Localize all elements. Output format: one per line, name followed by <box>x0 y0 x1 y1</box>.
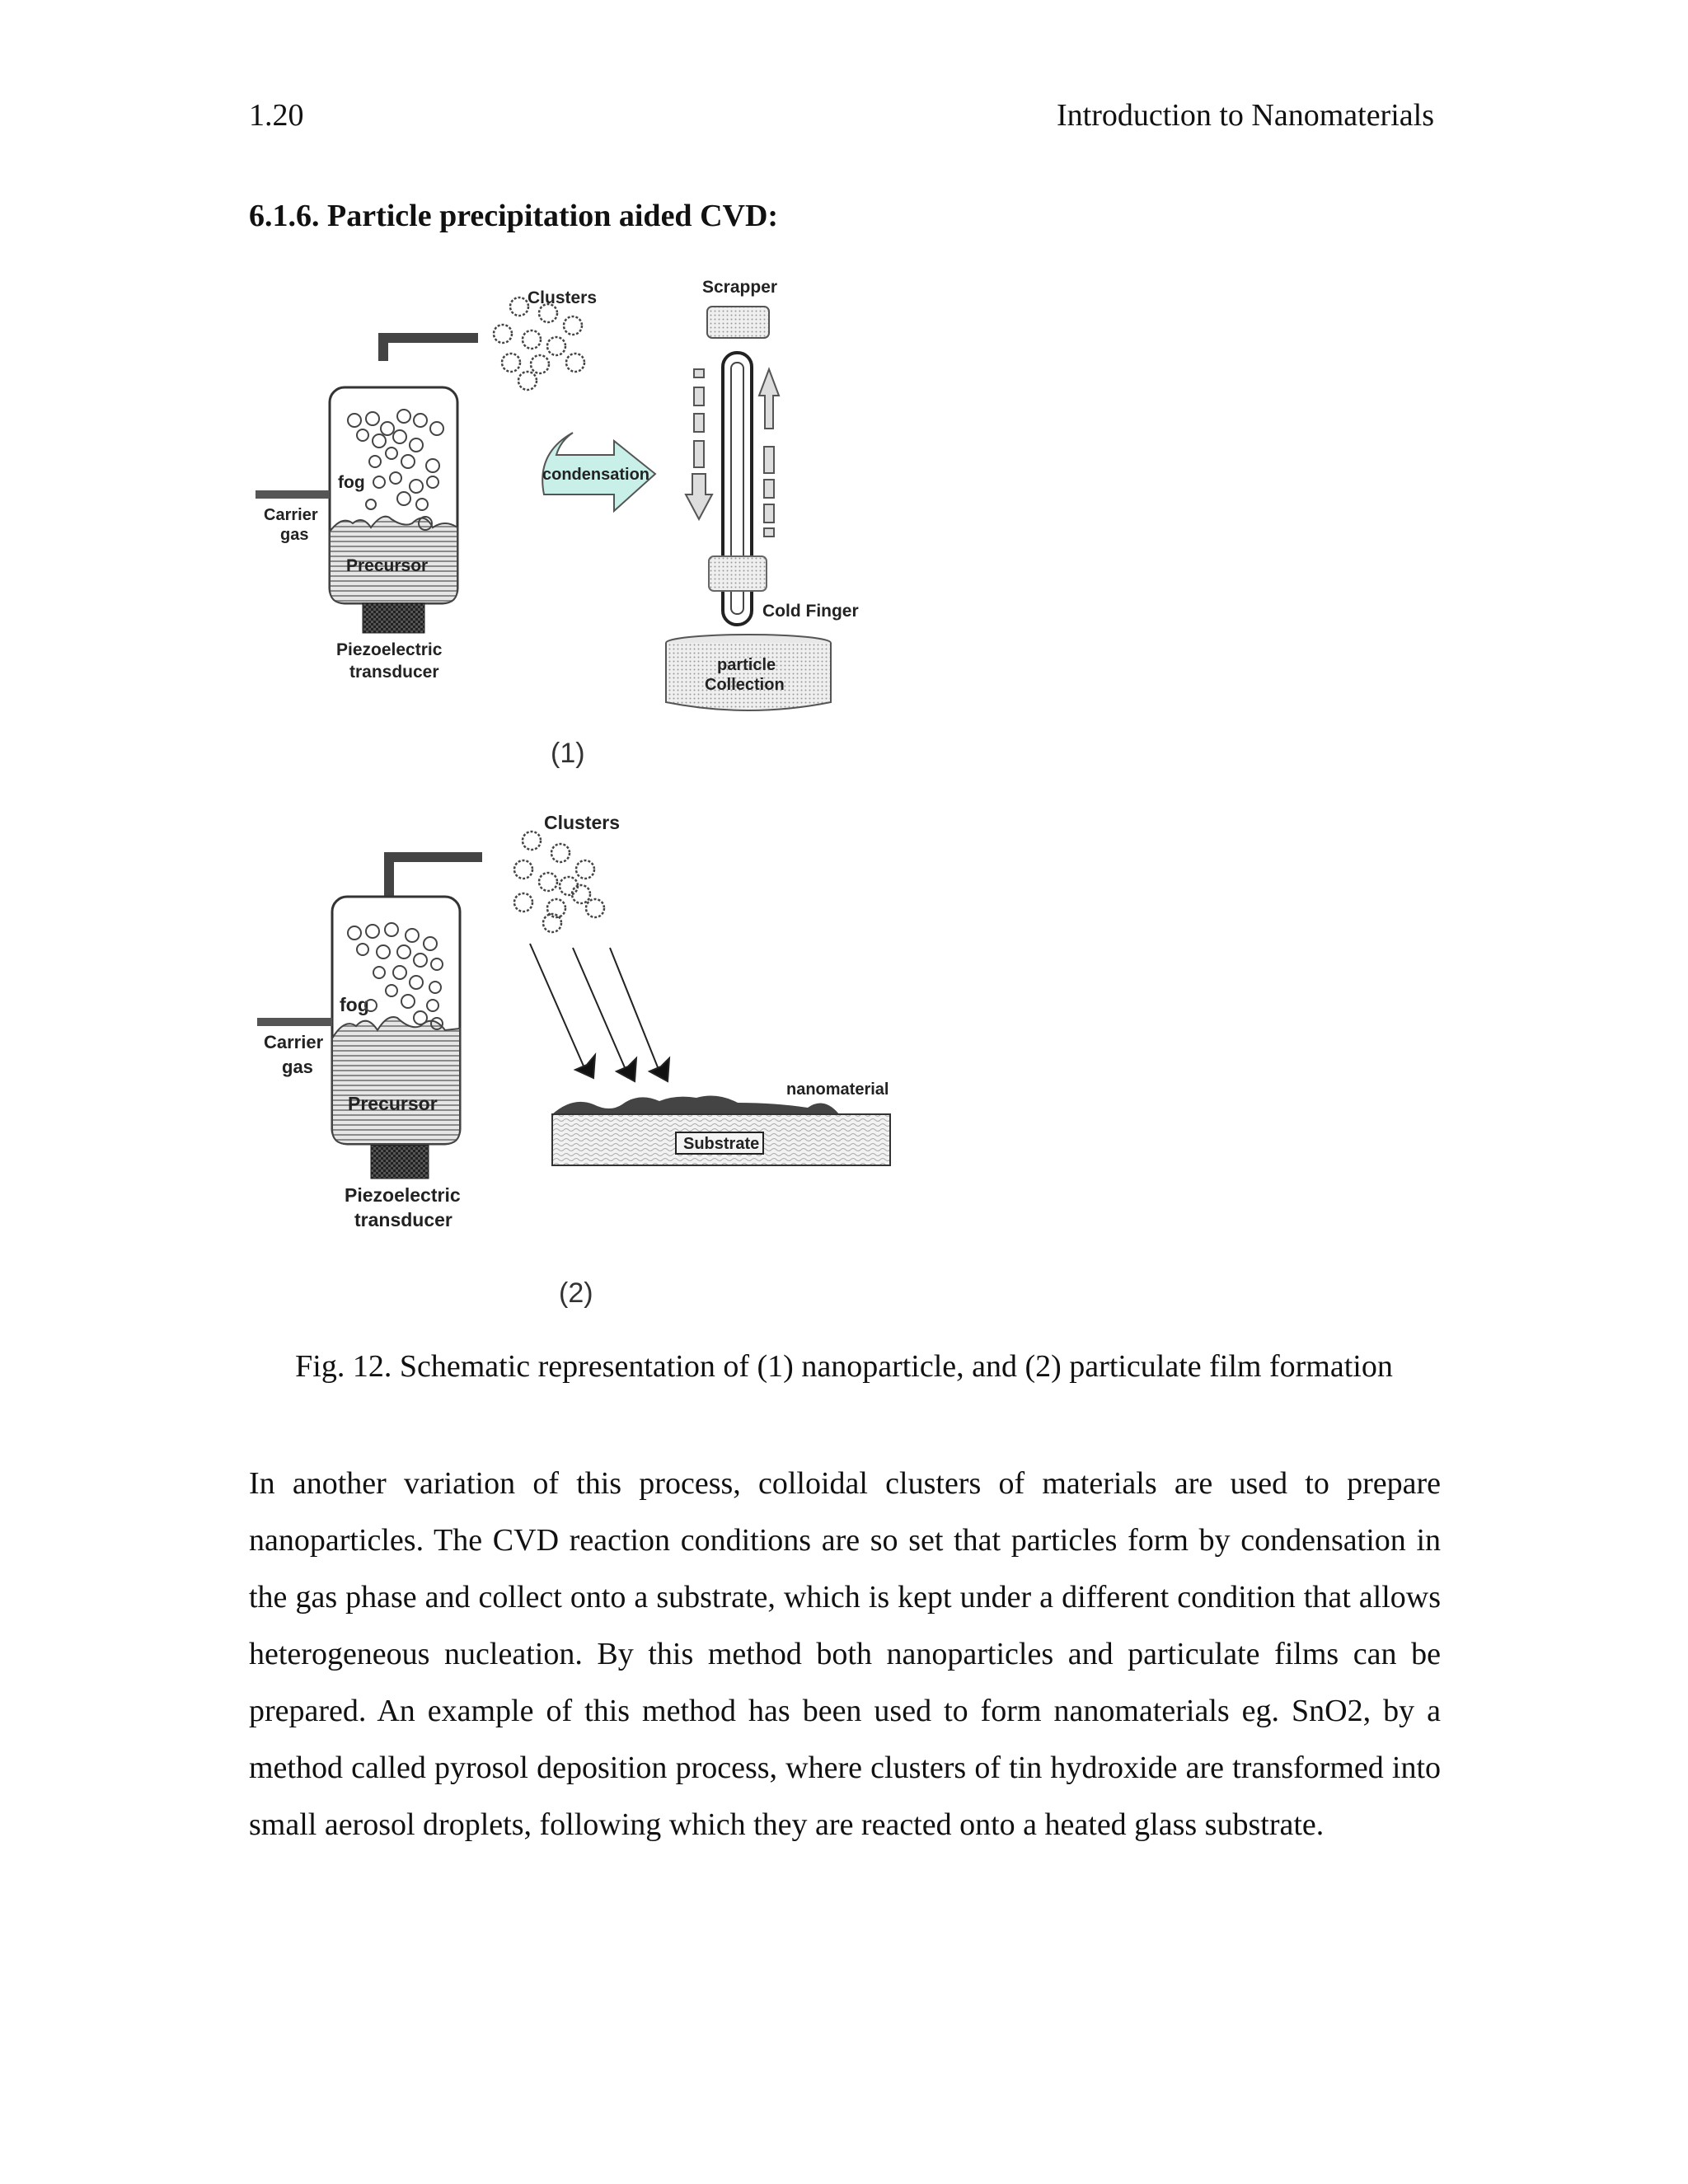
down-arrow <box>684 368 714 522</box>
fog-droplets <box>347 409 444 531</box>
clusters-2 <box>513 830 606 934</box>
piezo-transducer <box>362 602 425 634</box>
section-heading: 6.1.6. Particle precipitation aided CVD: <box>249 199 779 233</box>
fog-droplets-2 <box>347 922 443 1030</box>
page-number: 1.20 <box>249 98 304 133</box>
scrapper <box>706 306 770 339</box>
piezo-transducer-2 <box>370 1145 429 1179</box>
svg-text:Piezoelectric: Piezoelectric <box>336 640 443 659</box>
panel-1: Precursor Piezoelectric transducer Carri… <box>256 278 859 711</box>
carrier-gas-inlet <box>256 490 330 499</box>
svg-text:fog: fog <box>340 994 369 1015</box>
svg-text:nanomaterial: nanomaterial <box>786 1080 889 1099</box>
svg-text:gas: gas <box>280 526 308 544</box>
nanomaterial-film <box>552 1095 839 1114</box>
svg-text:Piezoelectric: Piezoelectric <box>345 1184 461 1206</box>
carrier-gas-inlet-2 <box>257 1018 332 1026</box>
condensation-arrow <box>542 432 657 513</box>
svg-text:Clusters: Clusters <box>528 288 597 307</box>
precursor-liquid <box>329 515 458 604</box>
running-title: Introduction to Nanomaterials <box>1057 98 1434 133</box>
svg-text:Carrier: Carrier <box>264 1032 324 1052</box>
svg-text:Substrate: Substrate <box>683 1135 759 1153</box>
panel-2: Precursor Piezoelectric transducer Carri… <box>257 812 891 1230</box>
svg-text:gas: gas <box>282 1057 313 1077</box>
svg-text:condensation: condensation <box>542 466 649 484</box>
panel-1-number: (1) <box>551 738 585 769</box>
outlet-pipe <box>378 333 478 361</box>
svg-text:transducer: transducer <box>354 1209 452 1230</box>
svg-text:Precursor: Precursor <box>348 1093 438 1114</box>
collection-vessel <box>665 643 832 711</box>
outlet-pipe-2 <box>384 852 482 898</box>
svg-text:Carrier: Carrier <box>264 506 318 524</box>
up-arrow <box>757 367 781 537</box>
figure-schematic: Precursor Piezoelectric transducer Carri… <box>256 278 891 1309</box>
svg-text:Collection: Collection <box>705 676 785 694</box>
svg-text:Cold Finger: Cold Finger <box>762 602 859 621</box>
svg-text:particle: particle <box>717 656 776 674</box>
svg-text:transducer: transducer <box>349 663 439 682</box>
precursor-label: Precursor <box>346 556 428 575</box>
body-paragraph: In another variation of this process, co… <box>249 1466 1441 1842</box>
deposition-arrows <box>529 943 671 1083</box>
figure-caption: Fig. 12. Schematic representation of (1)… <box>295 1349 1393 1384</box>
clusters <box>492 296 586 391</box>
svg-text:Scrapper: Scrapper <box>702 278 777 297</box>
fog-label: fog <box>338 473 365 492</box>
svg-text:Clusters: Clusters <box>544 812 620 833</box>
panel-2-number: (2) <box>559 1277 593 1309</box>
